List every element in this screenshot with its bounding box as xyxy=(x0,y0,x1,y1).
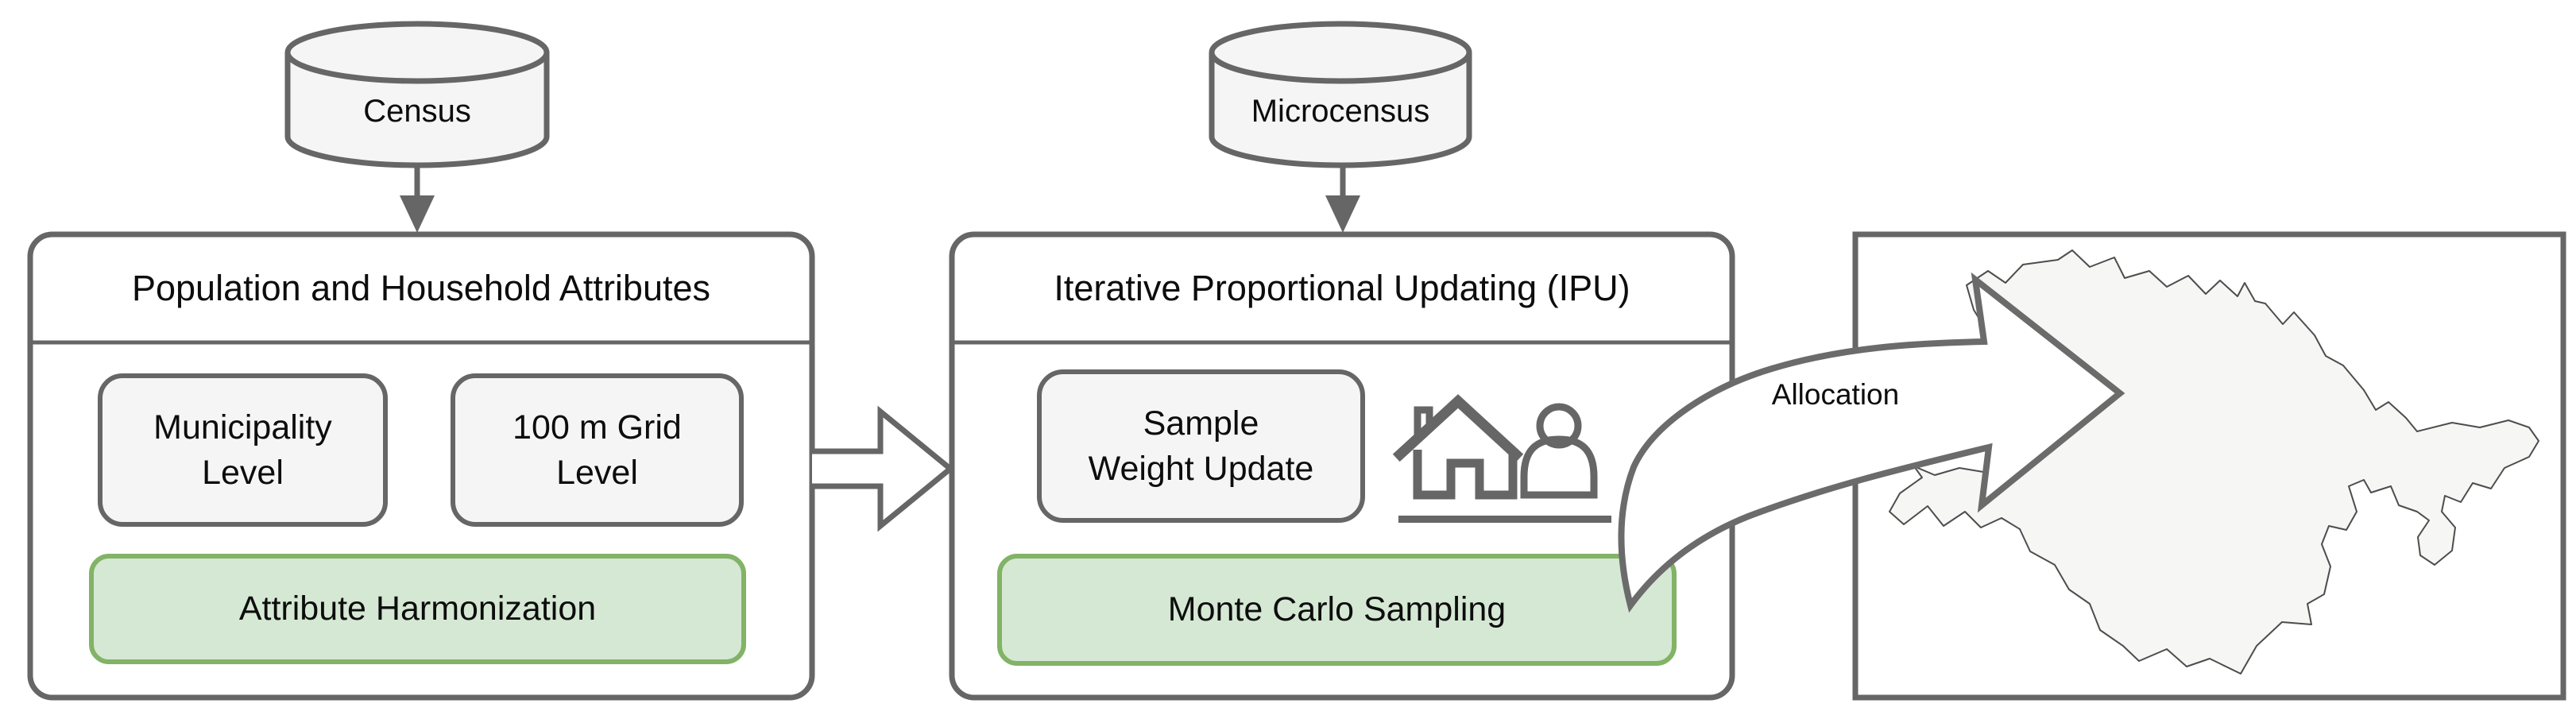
person-icon xyxy=(1520,403,1598,499)
attributes-box xyxy=(27,231,815,701)
allocation-arrow xyxy=(1618,272,2125,613)
sample-weight-node xyxy=(1037,369,1365,523)
microcensus-database-icon xyxy=(1209,21,1472,168)
ipu-box xyxy=(949,231,1735,701)
map-panel xyxy=(1852,231,2566,701)
census-database-icon xyxy=(284,21,550,168)
icons-underline xyxy=(1398,516,1611,523)
microcensus-arrow-down xyxy=(1325,164,1360,233)
municipality-level-node xyxy=(98,373,388,527)
attribute-harmonization-node xyxy=(89,554,746,664)
house-icon xyxy=(1392,394,1524,500)
monte-carlo-node xyxy=(997,554,1677,666)
flow-arrow-right xyxy=(812,405,955,532)
grid-level-node xyxy=(451,373,744,527)
census-arrow-down xyxy=(400,164,435,233)
